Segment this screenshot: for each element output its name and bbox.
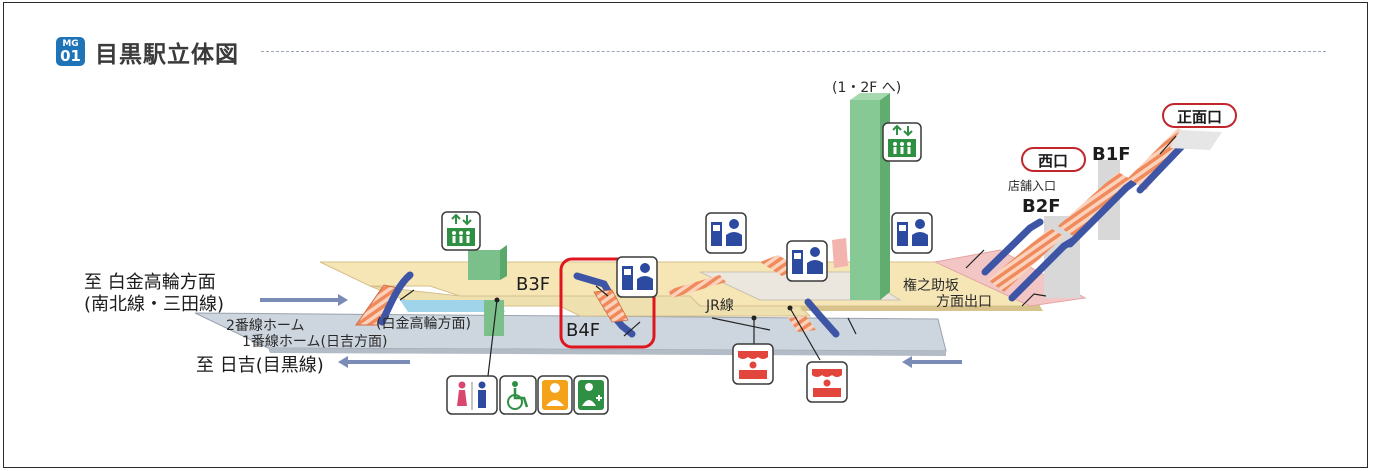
escalator-b3f-b2f-a	[981, 218, 1044, 276]
restroom-icon	[446, 375, 498, 415]
direction-hiyoshi: 至 日吉(目黒線)	[196, 355, 324, 376]
stairs-b3f-b2f	[988, 228, 1064, 292]
station-code: 01	[60, 47, 81, 65]
baby-care-icon	[537, 375, 573, 415]
escalator-b2f-b1f	[1066, 178, 1138, 248]
floor-b4f: B4F	[566, 320, 600, 341]
to-upper-floors: (1・2F へ)	[832, 80, 901, 96]
accessible-restroom-icon	[499, 375, 537, 415]
elevator-icon	[441, 211, 481, 251]
exit-front-pill	[1162, 103, 1237, 128]
passage-blue	[400, 300, 505, 312]
highlight-box	[559, 257, 656, 349]
elevator-shaft-b3f	[468, 250, 500, 280]
floor-b1f: B1F	[1092, 144, 1131, 165]
header-divider	[261, 51, 1326, 52]
stairs-jr-platform	[788, 316, 816, 332]
gonnosuke-exit-line1: 権之助坂	[903, 277, 959, 294]
exit-west-pill	[1021, 147, 1086, 172]
direction-arrow-hiyoshi	[338, 356, 410, 368]
floor-b2f: B2F	[1022, 196, 1061, 217]
exit-west-label: 西口	[1038, 152, 1068, 170]
direction-shirokane-line1: 至 白金高輪方面	[84, 272, 216, 293]
platform2-label: 2番線ホーム	[226, 318, 305, 334]
ticket-machine-icon	[786, 240, 828, 282]
station-map-frame: MG 01 目黒駅立体図	[3, 2, 1368, 468]
direction-arrow-shirokane	[260, 294, 348, 306]
stairs-b3f-b4f	[593, 289, 629, 323]
elevator-shaft-platform	[484, 300, 504, 336]
multipurpose-room-icon	[573, 375, 609, 415]
page-title: 目黒駅立体図	[95, 42, 239, 68]
platform1-label: 1番線ホーム(日吉方面)	[242, 334, 387, 350]
escalator-west-platform	[378, 271, 414, 326]
ticket-machine-icon	[616, 256, 658, 298]
concourse-edge	[800, 306, 1043, 311]
platform-edge	[268, 348, 946, 356]
direction-arrow-east	[902, 356, 962, 368]
direction-shirokane-line2: (南北線・三田線)	[84, 294, 224, 315]
shop-entrance-label: 店舗入口	[1008, 179, 1056, 193]
shop-icon	[806, 361, 848, 403]
gonnosuke-exit-line2: 方面出口	[936, 294, 992, 310]
exit-front-label: 正面口	[1177, 108, 1222, 126]
map-header: MG 01 目黒駅立体図	[56, 35, 1326, 71]
elevator-shaft-main	[850, 100, 880, 300]
stairs-b2f-b1f	[1058, 172, 1132, 238]
escalator-jr-platform	[804, 298, 840, 338]
jr-line-label: JR線	[705, 298, 734, 314]
stairs-jr-pink	[668, 275, 726, 298]
shop-icon	[732, 343, 774, 385]
elevator-icon	[882, 122, 922, 162]
leader-lines	[487, 299, 821, 377]
stairs-jr-pink3	[832, 238, 848, 268]
platform2-direction: (白金高輪方面)	[376, 315, 471, 332]
station-number-badge: MG 01	[56, 37, 85, 66]
exit-arrows	[399, 135, 1177, 337]
line-code: MG	[62, 39, 79, 49]
ticket-machine-icon	[891, 212, 933, 254]
floor-b3f: B3F	[516, 274, 550, 295]
ticket-machine-icon	[705, 212, 747, 254]
